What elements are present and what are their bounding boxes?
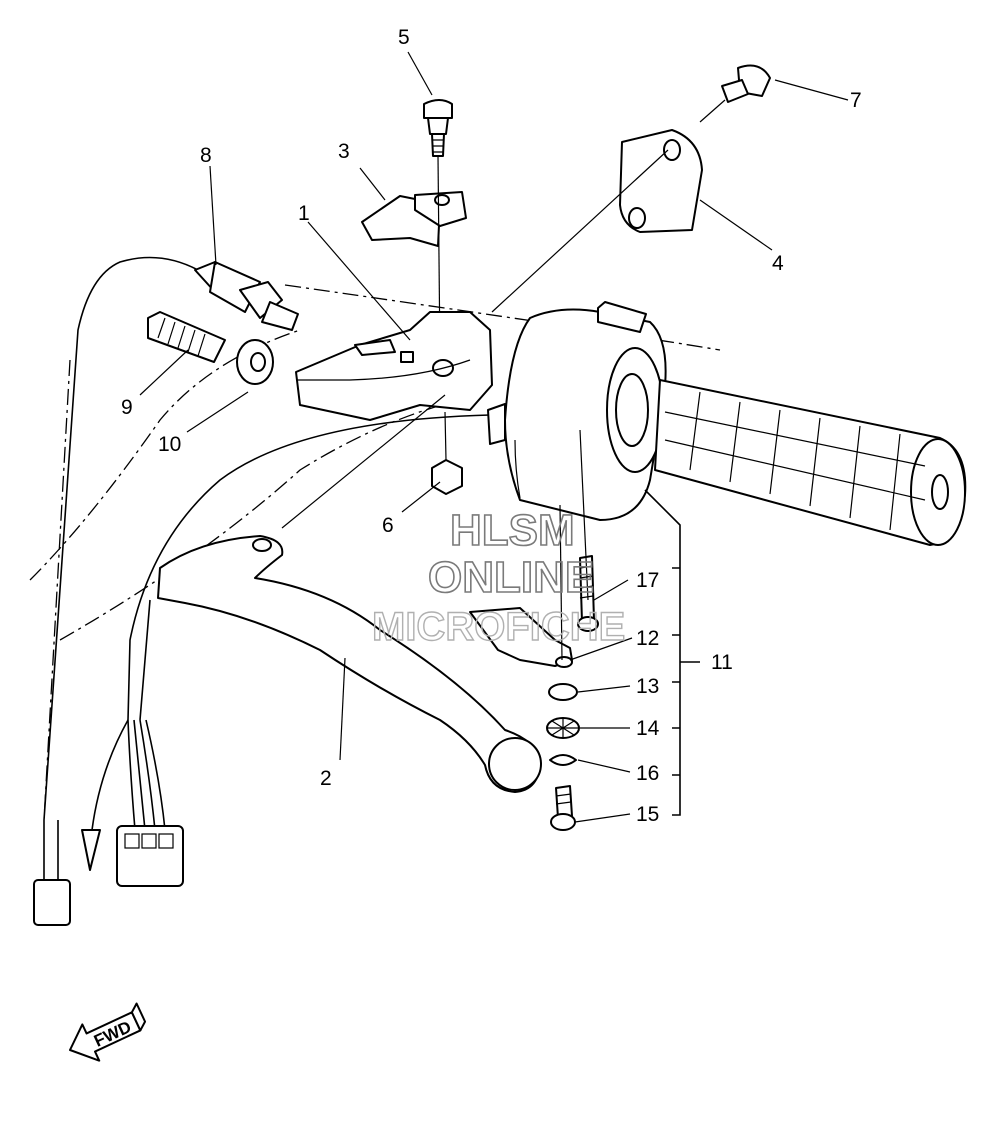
callout-17: 17 — [636, 569, 659, 592]
forward-direction-arrow: FWD — [69, 1002, 147, 1062]
callout-labels: 1 2 3 4 5 6 7 8 9 10 11 12 13 14 15 16 1… — [121, 26, 862, 826]
switch-plate-part-12 — [469, 429, 589, 668]
callout-12: 12 — [636, 627, 659, 650]
pivot-nut-part-6 — [431, 411, 463, 495]
spring-washer-part-16 — [549, 754, 577, 766]
lever-holder-cover-part-3 — [361, 191, 467, 247]
callout-10: 10 — [158, 433, 181, 456]
callout-15: 15 — [636, 803, 659, 826]
watermark-line-3: MICROFICHE — [372, 605, 625, 649]
lock-washer-teeth — [547, 718, 579, 738]
lever-bracket-part-1 — [295, 311, 493, 421]
watermark-line-2: ONLINE — [428, 553, 594, 602]
handlebar-grip — [654, 379, 967, 546]
callout-8: 8 — [200, 144, 212, 167]
handlebar-switch-assembly — [487, 301, 667, 521]
callout-4: 4 — [772, 252, 784, 275]
switch-wire-harness — [81, 414, 491, 887]
handlebar-outline-lower — [59, 399, 461, 641]
watermark-line-1: HLSM — [450, 506, 575, 555]
callout-16: 16 — [636, 762, 659, 785]
nut-part-10 — [236, 339, 274, 385]
callout-6: 6 — [382, 514, 394, 537]
watermark: HLSM ONLINE MICROFICHE — [371, 505, 626, 650]
washer-part-13 — [548, 683, 578, 701]
screw-part-15 — [550, 785, 576, 831]
callout-14: 14 — [636, 717, 660, 740]
callout-7: 7 — [850, 89, 862, 112]
switch-clamp-part-4 — [619, 129, 703, 233]
callout-3: 3 — [338, 140, 350, 163]
clutch-cable — [33, 256, 199, 926]
callout-13: 13 — [636, 675, 659, 698]
handlebar-outline-left — [29, 329, 301, 581]
callout-9: 9 — [121, 396, 133, 419]
callout-11: 11 — [711, 651, 733, 674]
leader-lines — [139, 51, 849, 823]
callout-1: 1 — [298, 202, 310, 225]
group-bracket-11 — [644, 489, 681, 816]
callout-2: 2 — [320, 767, 332, 790]
cable-adjuster-part-8 — [194, 261, 299, 331]
clamp-screw-part-7 — [699, 64, 771, 123]
clutch-lever-part-2 — [157, 535, 542, 793]
callout-5: 5 — [398, 26, 410, 49]
adjuster-sleeve-part-9 — [147, 311, 226, 363]
